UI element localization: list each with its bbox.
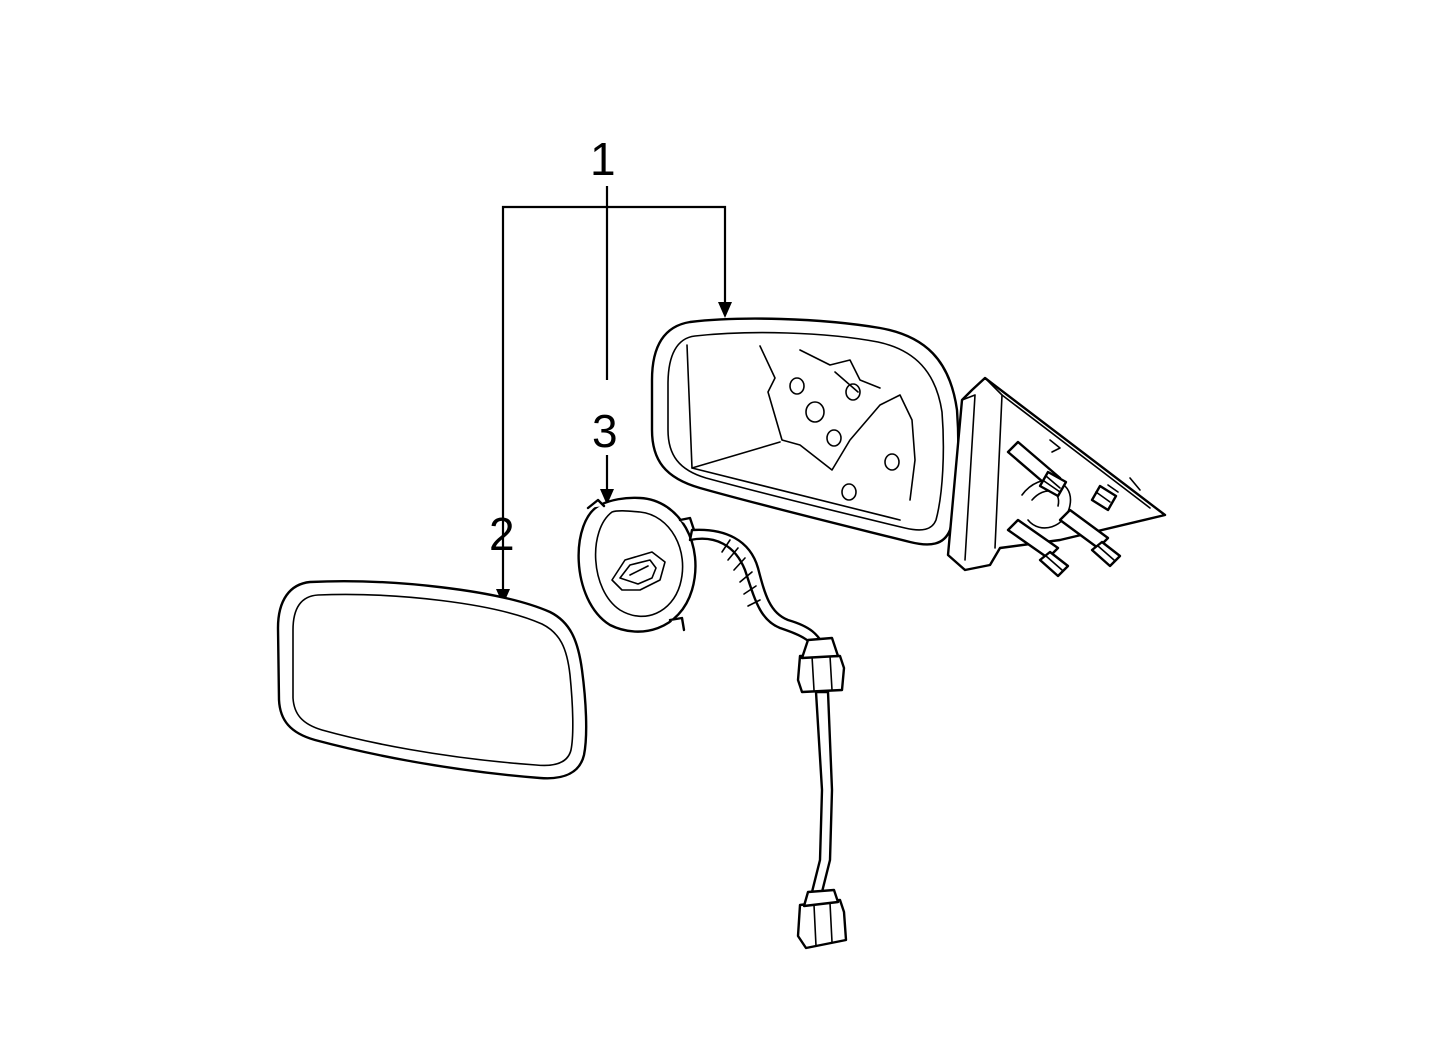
stud-lower-right: [1058, 508, 1122, 568]
callout-2: 2: [489, 508, 515, 560]
stud-right: [1090, 484, 1118, 512]
connector-lower: [796, 888, 848, 950]
mounting-base: [946, 376, 1167, 578]
wire-harness: [688, 528, 848, 950]
mirror-housing: [650, 317, 960, 546]
leader-1: [501, 186, 732, 592]
callout-3: 3: [592, 405, 618, 457]
stud-lower-left: [1006, 518, 1070, 578]
connector-upper: [796, 636, 846, 694]
callout-1: 1: [590, 133, 616, 185]
stud-upper: [1038, 470, 1068, 498]
actuator-motor: [577, 496, 697, 633]
mirror-glass: [276, 580, 588, 780]
leader-3: [600, 455, 614, 505]
